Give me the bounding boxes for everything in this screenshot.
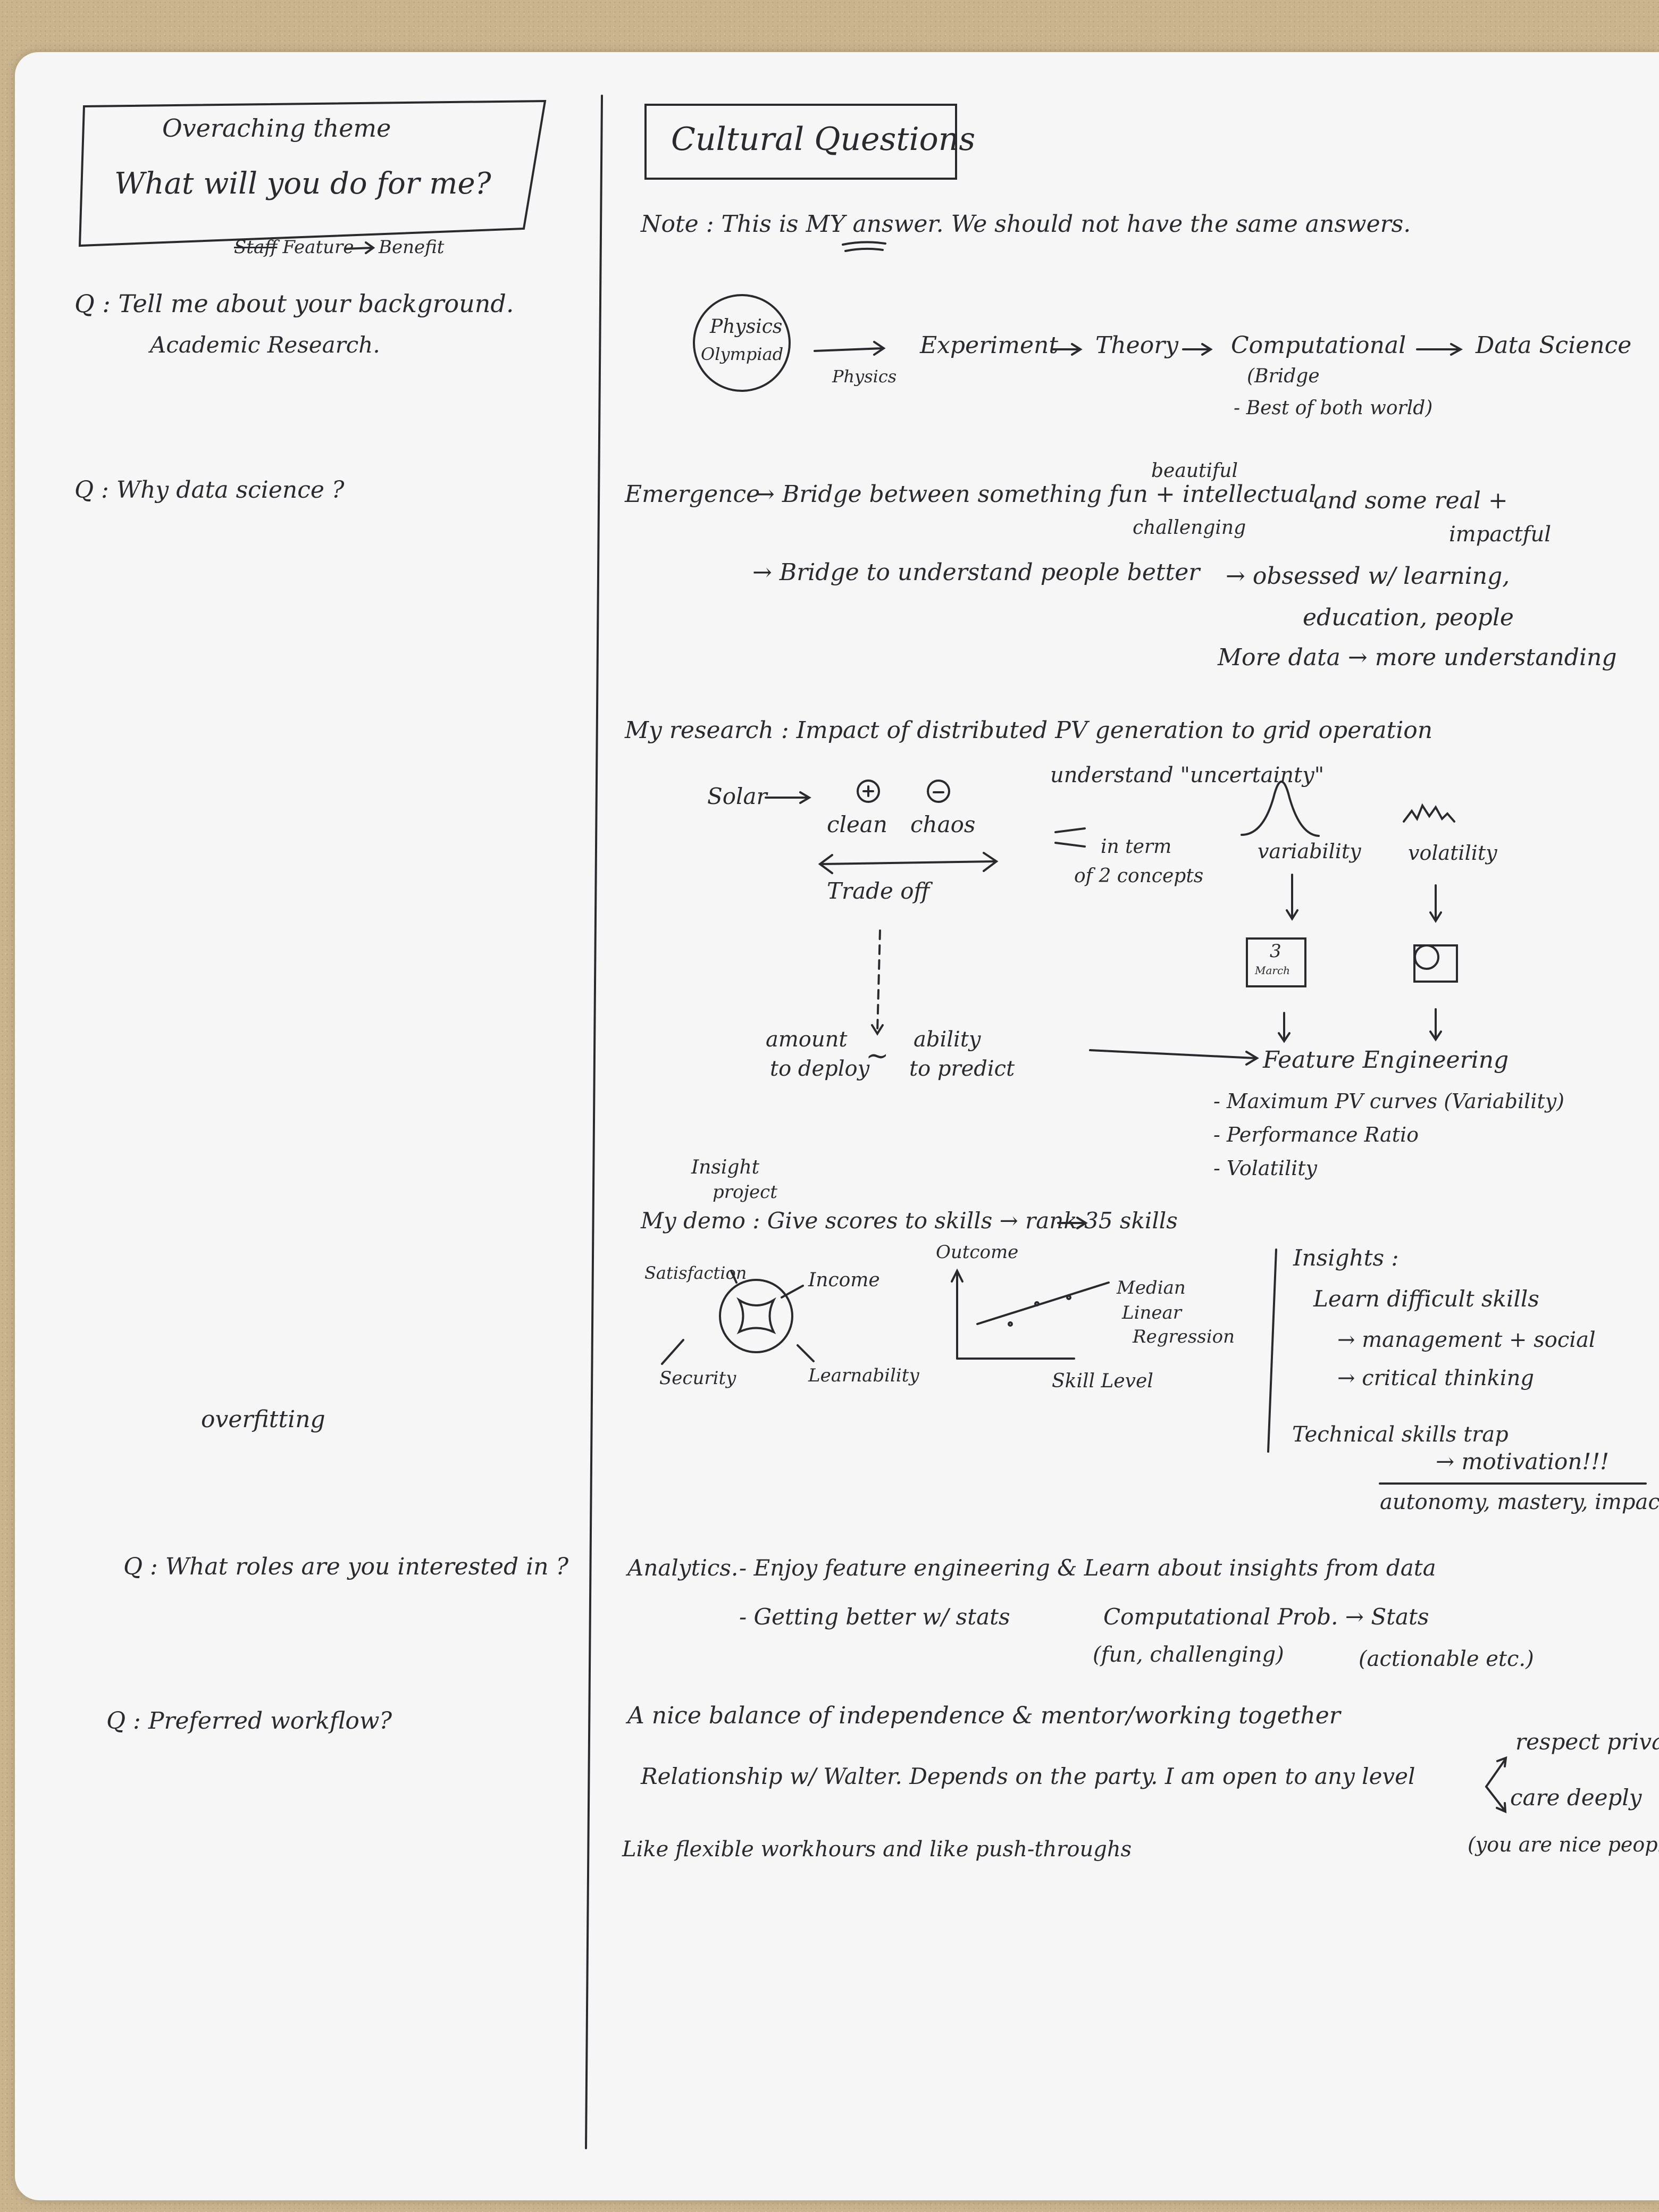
security-label: Security — [659, 1368, 736, 1389]
feature-engineering-label: Feature Engineering — [1263, 1046, 1509, 1074]
insight-motivation: → motivation!!! — [1436, 1448, 1610, 1474]
nice-people-note: (you are nice people) — [1468, 1833, 1659, 1856]
benefit-label: Benefit — [379, 237, 445, 258]
theme-question: What will you do for me? — [114, 166, 491, 201]
income-label: Income — [808, 1269, 880, 1291]
analytics-line-1: - Enjoy feature engineering & Learn abou… — [739, 1555, 1436, 1581]
education-note: education, people — [1303, 604, 1514, 631]
two-concepts-label: of 2 concepts — [1074, 865, 1204, 887]
experiment-step: Experiment — [920, 332, 1059, 359]
feature-bullet-3: - Volatility — [1213, 1157, 1318, 1180]
project-label: project — [713, 1182, 777, 1203]
tilde-symbol: ~ — [866, 1040, 889, 1072]
computational-step: Computational — [1231, 332, 1406, 359]
outcome-axis-label: Outcome — [936, 1242, 1019, 1263]
challenging-note: challenging — [1133, 517, 1246, 539]
chaos-label: chaos — [910, 811, 976, 837]
emergence-label: Emergence — [625, 481, 760, 508]
academic-research-answer: Academic Research. — [150, 332, 380, 358]
in-term-label: in term — [1101, 836, 1172, 858]
calendar-month: March — [1255, 964, 1291, 977]
amount-label-2: to deploy — [770, 1057, 870, 1081]
solar-label: Solar — [707, 783, 767, 809]
research-header: My research : Impact of distributed PV g… — [625, 717, 1433, 744]
insight-learn-difficult: Learn difficult skills — [1313, 1286, 1539, 1312]
calendar-day: 3 — [1270, 941, 1281, 962]
impactful-note: impactful — [1449, 522, 1552, 547]
ability-label-1: ability — [914, 1027, 981, 1052]
physics-label: Physics — [832, 366, 897, 387]
variability-label: variability — [1258, 840, 1361, 863]
insight-autonomy: autonomy, mastery, impact — [1380, 1490, 1659, 1514]
regression-label-3: Regression — [1133, 1326, 1235, 1347]
insight-technical-trap: Technical skills trap — [1292, 1422, 1509, 1447]
volatility-label: volatility — [1408, 841, 1497, 865]
note-line: Note : This is MY answer. We should not … — [641, 211, 1411, 238]
fun-challenging-note: (fun, challenging) — [1093, 1643, 1284, 1667]
notebook-page — [15, 52, 1659, 2200]
title-box — [644, 104, 957, 180]
clean-label: clean — [827, 811, 887, 837]
understand-uncertainty: understand "uncertainty" — [1050, 763, 1325, 787]
satisfaction-label: Satisfaction — [644, 1263, 747, 1283]
theory-step: Theory — [1095, 332, 1179, 359]
data-science-step: Data Science — [1476, 332, 1632, 359]
question-why-data-science: Q : Why data science ? — [74, 476, 345, 504]
question-workflow: Q : Preferred workflow? — [106, 1707, 392, 1735]
olympiad-word-1: Physics — [710, 316, 783, 338]
care-deeply-note: care deeply — [1510, 1784, 1642, 1811]
theme-title: Overaching theme — [162, 114, 391, 143]
and-some-real: and some real + — [1313, 487, 1508, 514]
ability-label-2: to predict — [909, 1057, 1015, 1081]
obsessed-note: → obsessed w/ learning, — [1226, 563, 1510, 590]
overfitting-note: overfitting — [201, 1406, 325, 1433]
feature-bullet-2: - Performance Ratio — [1213, 1123, 1419, 1146]
skill-level-axis-label: Skill Level — [1052, 1370, 1153, 1392]
tradeoff-label: Trade off — [827, 878, 930, 904]
more-data-note: More data → more understanding — [1218, 644, 1617, 671]
actionable-note: (actionable etc.) — [1359, 1647, 1534, 1671]
respect-privacy-note: respect privacy — [1515, 1729, 1659, 1755]
insight-management: → management + social — [1337, 1328, 1596, 1352]
analytics-label: Analytics. — [627, 1555, 739, 1581]
learnability-label: Learnability — [808, 1365, 919, 1386]
emergence-line-2: → Bridge to understand people better — [752, 559, 1200, 586]
computational-prob: Computational Prob. → Stats — [1103, 1604, 1429, 1630]
workflow-line-3: Like flexible workhours and like push-th… — [622, 1837, 1132, 1862]
feature-bullet-1: - Maximum PV curves (Variability) — [1213, 1090, 1564, 1113]
amount-label-1: amount — [766, 1027, 848, 1052]
emergence-line-1: → Bridge between something fun + intelle… — [755, 481, 1317, 508]
bridge-note: (Bridge — [1247, 365, 1320, 387]
workflow-line-2: Relationship w/ Walter. Depends on the p… — [641, 1763, 1415, 1789]
insights-header: Insights : — [1293, 1245, 1399, 1271]
page-title: Cultural Questions — [671, 121, 976, 158]
insight-critical: → critical thinking — [1337, 1366, 1534, 1390]
beautiful-note: beautiful — [1151, 460, 1238, 482]
question-background: Q : Tell me about your background. — [74, 289, 514, 318]
insight-label: Insight — [691, 1157, 760, 1178]
best-of-both-note: - Best of both world) — [1234, 397, 1433, 419]
analytics-line-2: - Getting better w/ stats — [739, 1604, 1010, 1630]
demo-header: My demo : Give scores to skills → rank 3… — [641, 1208, 1178, 1234]
olympiad-word-2: Olympiad — [701, 344, 784, 364]
workflow-line-1: A nice balance of independence & mentor/… — [627, 1702, 1340, 1729]
regression-label-1: Median — [1117, 1277, 1186, 1298]
regression-label-2: Linear — [1122, 1302, 1182, 1323]
question-roles: Q : What roles are you interested in ? — [123, 1553, 569, 1580]
